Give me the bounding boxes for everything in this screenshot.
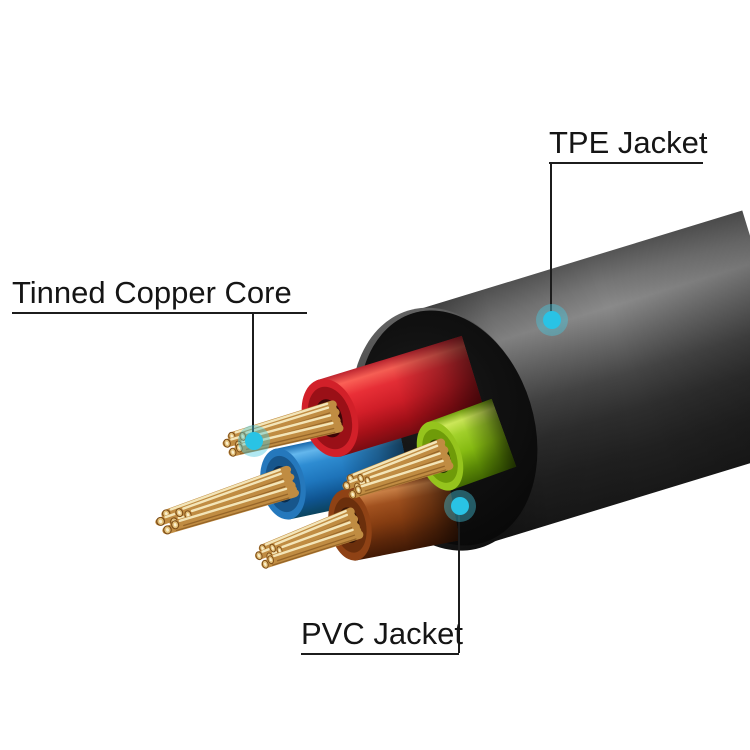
copper-strands-blue [153, 466, 296, 540]
pvc-jacket-label: PVC Jacket [301, 617, 463, 655]
marker-dot-pvc-jacket [451, 497, 469, 515]
pvc-jacket-label-text: PVC Jacket [301, 616, 463, 651]
leader-line-tpe-jacket [550, 163, 552, 313]
tpe-jacket-label: TPE Jacket [549, 126, 708, 164]
tpe-jacket-label-text: TPE Jacket [549, 125, 708, 160]
leader-line-pvc-jacket [458, 514, 460, 653]
marker-dot-tpe-jacket [543, 311, 561, 329]
copper-strands-brown [251, 508, 361, 574]
marker-dot-tinned-copper-core [245, 432, 263, 450]
tinned-copper-core-label: Tinned Copper Core [12, 276, 307, 314]
tinned-copper-core-label-text: Tinned Copper Core [12, 275, 292, 310]
leader-line-tinned-copper-core [252, 313, 254, 436]
